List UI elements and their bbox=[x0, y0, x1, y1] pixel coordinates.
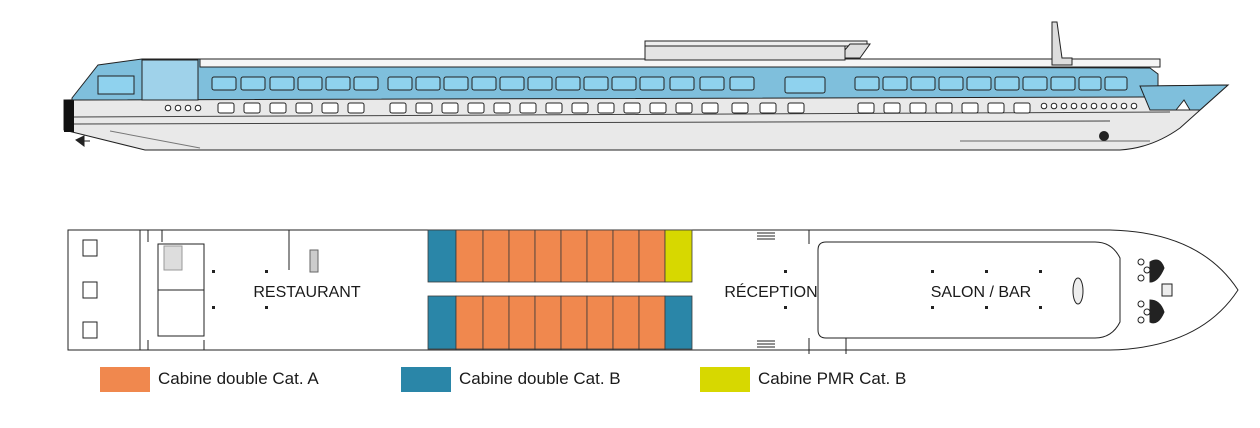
stairs-icon bbox=[309, 249, 319, 273]
legend-label-pmr: Cabine PMR Cat. B bbox=[758, 369, 907, 388]
room-label-salon-bar: SALON / BAR bbox=[931, 284, 1031, 301]
legend-item-cat-b: Cabine double Cat. B bbox=[401, 366, 621, 392]
cabin-cat-a[interactable] bbox=[455, 295, 484, 350]
ship-side-view bbox=[63, 21, 1230, 151]
galley bbox=[139, 230, 205, 350]
cabin-row-port bbox=[427, 229, 693, 283]
cabin-cat-a[interactable] bbox=[508, 229, 536, 283]
propeller-icon bbox=[75, 135, 90, 147]
legend-label-cat-a: Cabine double Cat. A bbox=[158, 369, 319, 388]
cabin-cat-a[interactable] bbox=[534, 229, 562, 283]
reception-steps bbox=[757, 230, 847, 354]
cabin-cat-a[interactable] bbox=[534, 295, 562, 350]
deck-plan: RESTAURANT RÉCEPTION SALON / BAR bbox=[67, 229, 1239, 354]
legend-item-cat-a: Cabine double Cat. A bbox=[100, 366, 319, 392]
lower-windows bbox=[217, 102, 1031, 114]
cabin-cat-a[interactable] bbox=[638, 295, 666, 350]
stern-window bbox=[82, 239, 98, 257]
cabin-cat-a[interactable] bbox=[638, 229, 666, 283]
cabin-cat-a[interactable] bbox=[560, 229, 588, 283]
mast-icon bbox=[1051, 21, 1073, 66]
portholes bbox=[164, 102, 1138, 112]
cabin-row-starboard bbox=[427, 295, 693, 350]
salon-outline bbox=[817, 241, 1121, 339]
legend-swatch-pmr bbox=[700, 366, 750, 392]
cabin-cat-a[interactable] bbox=[508, 295, 536, 350]
cabin-cat-a[interactable] bbox=[612, 295, 640, 350]
cabin-cat-a[interactable] bbox=[455, 229, 484, 283]
cabin-cat-b[interactable] bbox=[427, 295, 457, 350]
bow-winch-icon bbox=[1072, 258, 1173, 324]
stern-window bbox=[82, 321, 98, 339]
bow bbox=[1139, 84, 1230, 111]
legend-label-cat-b: Cabine double Cat. B bbox=[459, 369, 621, 388]
pillar-dots bbox=[212, 270, 1042, 309]
cabin-cat-a[interactable] bbox=[612, 229, 640, 283]
legend-item-pmr: Cabine PMR Cat. B bbox=[700, 366, 906, 392]
cabin-cat-a[interactable] bbox=[586, 229, 614, 283]
upper-windows bbox=[211, 76, 1128, 94]
cabin-cat-a[interactable] bbox=[586, 295, 614, 350]
room-label-reception: RÉCEPTION bbox=[724, 282, 817, 301]
cabin-cat-a[interactable] bbox=[560, 295, 588, 350]
legend-swatch-cat-b bbox=[401, 366, 451, 392]
legend-swatch-cat-a bbox=[100, 366, 150, 392]
hull bbox=[63, 84, 1230, 151]
room-label-restaurant: RESTAURANT bbox=[253, 284, 360, 301]
sun-deck-canopy bbox=[644, 40, 868, 47]
cabin-cat-a[interactable] bbox=[482, 229, 510, 283]
cabin-pmr[interactable] bbox=[664, 229, 693, 283]
stern-block bbox=[64, 100, 74, 132]
cabin-cat-b[interactable] bbox=[427, 229, 457, 283]
stern-window bbox=[82, 281, 98, 299]
cabin-cat-a[interactable] bbox=[482, 295, 510, 350]
deck-outline bbox=[67, 229, 1239, 351]
cabin-cat-b[interactable] bbox=[664, 295, 693, 350]
anchor-icon bbox=[1099, 131, 1109, 141]
